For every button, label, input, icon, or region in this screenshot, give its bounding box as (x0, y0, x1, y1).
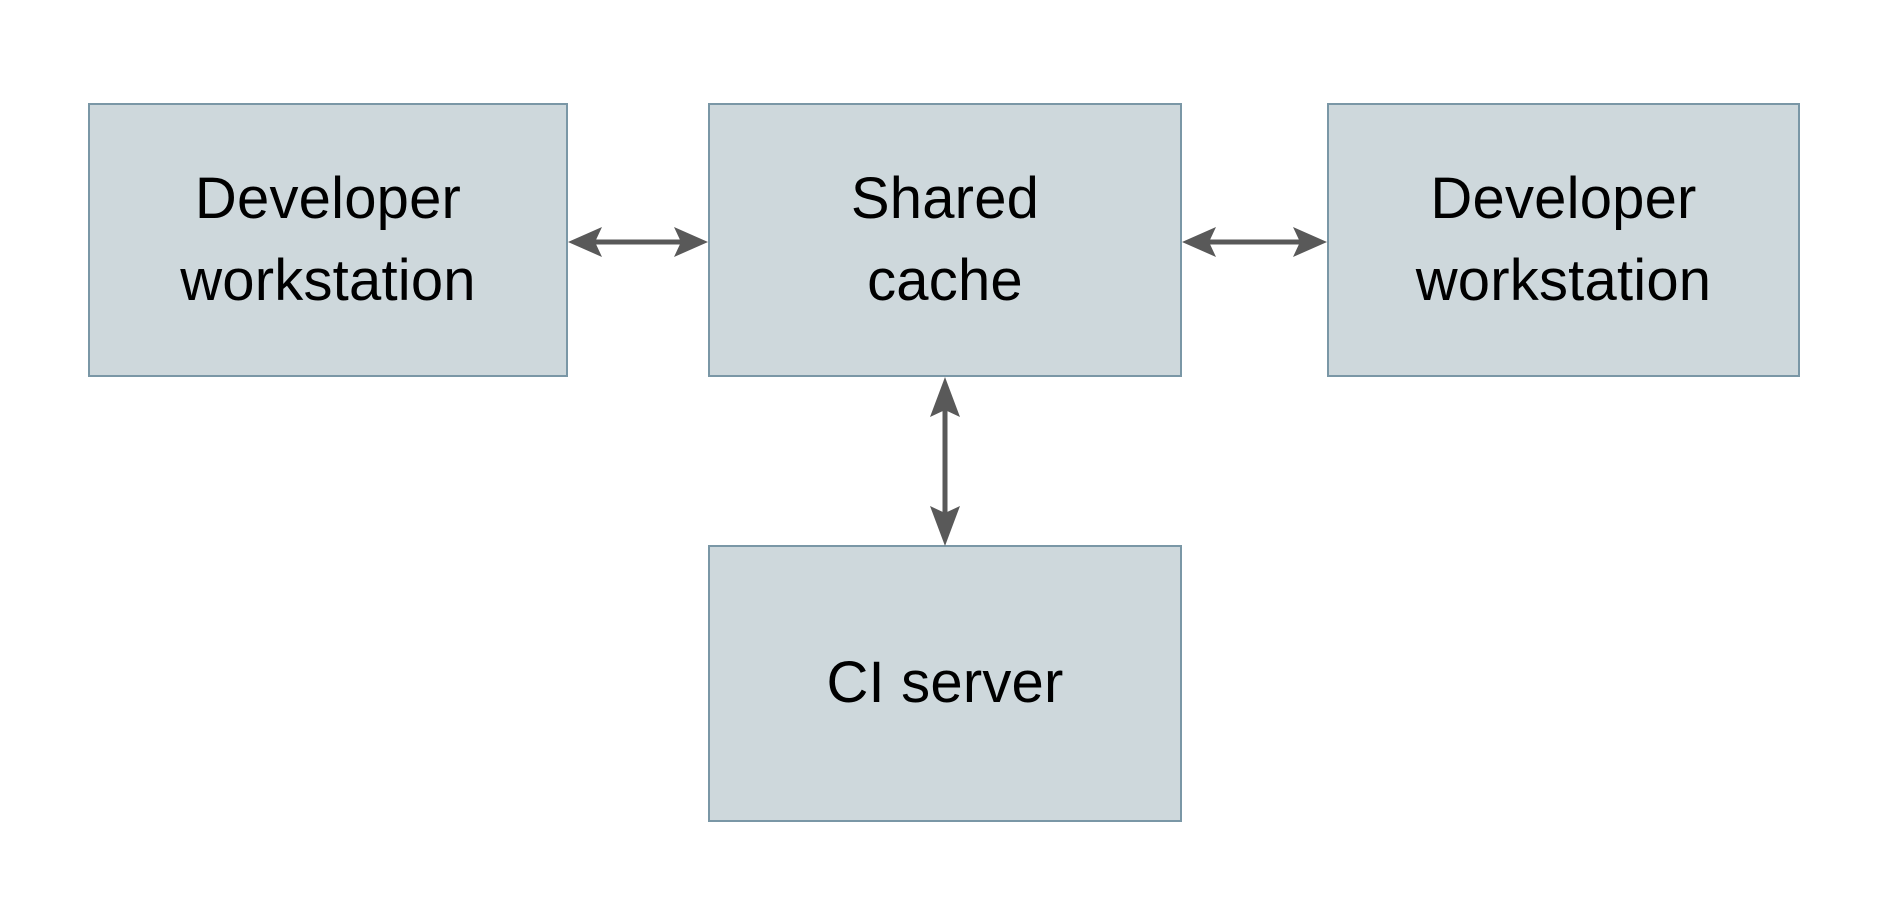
node-label: Shared cache (850, 165, 1040, 313)
double-arrow-icon (568, 227, 708, 257)
edge-dev-left-to-shared-cache[interactable] (568, 212, 708, 272)
node-label: Developer workstation (1415, 165, 1712, 313)
node-developer-workstation-right[interactable]: Developer workstation (1327, 103, 1800, 377)
edge-shared-cache-to-ci-server[interactable] (915, 377, 975, 546)
node-label: Developer workstation (180, 165, 476, 313)
double-arrow-icon (1182, 227, 1327, 257)
edge-shared-cache-to-dev-right[interactable] (1182, 212, 1327, 272)
node-developer-workstation-left[interactable]: Developer workstation (88, 103, 568, 377)
node-shared-cache[interactable]: Shared cache (708, 103, 1182, 377)
node-label: CI server (826, 650, 1064, 716)
double-arrow-icon (930, 377, 960, 546)
node-ci-server[interactable]: CI server (708, 545, 1182, 822)
